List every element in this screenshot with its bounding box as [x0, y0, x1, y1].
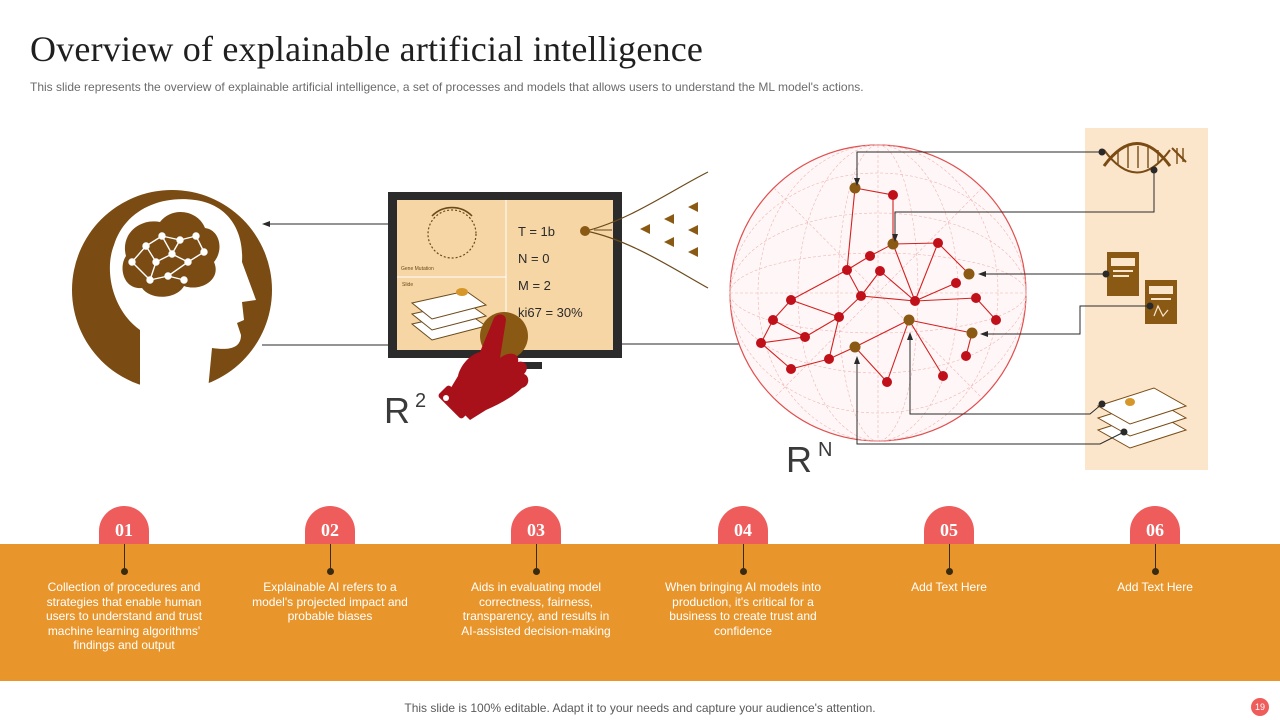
monitor-slide-label: Slide	[402, 282, 413, 288]
slide-stack-icon	[1096, 387, 1188, 449]
step-description: Explainable AI refers to a model's proje…	[252, 580, 408, 623]
step-06: 06 Add Text Here	[1070, 506, 1240, 595]
dna-icon	[1102, 142, 1187, 174]
step-description: Aids in evaluating model correctness, fa…	[461, 580, 611, 638]
step-description: Collection of procedures and strategies …	[45, 580, 203, 652]
step-01: 01 Collection of procedures and strategi…	[39, 506, 209, 653]
step-description: Add Text Here	[911, 580, 987, 594]
step-connector	[1151, 544, 1159, 575]
rn-exponent: N	[818, 439, 832, 461]
network-sphere-icon	[729, 144, 1027, 442]
step-number-badge: 02	[305, 506, 355, 544]
monitor-gene-label: Gene Mutation	[401, 266, 434, 272]
slide-subtitle: This slide represents the overview of ex…	[30, 80, 864, 94]
step-03: 03 Aids in evaluating model correctness,…	[451, 506, 621, 638]
slide-footer: This slide is 100% editable. Adapt it to…	[404, 701, 876, 715]
xai-diagram: Gene Mutation Slide T = 1b N = 0 M = 2 k…	[72, 128, 1208, 480]
brain-head-icon	[72, 190, 272, 390]
step-number-badge: 04	[718, 506, 768, 544]
rn-label: R	[786, 439, 812, 480]
param-ki67: ki67 = 30%	[518, 305, 583, 320]
step-connector	[326, 544, 334, 575]
beam-icon	[580, 171, 709, 289]
step-connector	[532, 544, 540, 575]
r2-label: R	[384, 390, 410, 431]
step-02: 02 Explainable AI refers to a model's pr…	[245, 506, 415, 624]
step-connector	[120, 544, 128, 575]
step-number-badge: 01	[99, 506, 149, 544]
step-connector	[739, 544, 747, 575]
step-description: Add Text Here	[1117, 580, 1193, 594]
r2-exponent: 2	[415, 390, 426, 412]
slide-stack-mini-icon	[410, 288, 488, 341]
steps-band	[0, 544, 1280, 681]
param-n: N = 0	[518, 251, 549, 266]
step-number-badge: 06	[1130, 506, 1180, 544]
step-number-badge: 05	[924, 506, 974, 544]
report-book-icon	[1107, 252, 1177, 324]
param-t: T = 1b	[518, 224, 555, 239]
step-connector	[945, 544, 953, 575]
step-number-badge: 03	[511, 506, 561, 544]
page-number-badge: 19	[1251, 698, 1269, 716]
slide-title: Overview of explainable artificial intel…	[30, 29, 704, 69]
step-05: 05 Add Text Here	[864, 506, 1034, 595]
param-m: M = 2	[518, 278, 551, 293]
monitor-icon	[388, 192, 622, 369]
pointing-hand-icon	[438, 314, 529, 420]
panel-connectors	[854, 148, 1158, 445]
step-description: When bringing AI models into production,…	[664, 580, 822, 638]
step-04: 04 When bringing AI models into producti…	[658, 506, 828, 638]
